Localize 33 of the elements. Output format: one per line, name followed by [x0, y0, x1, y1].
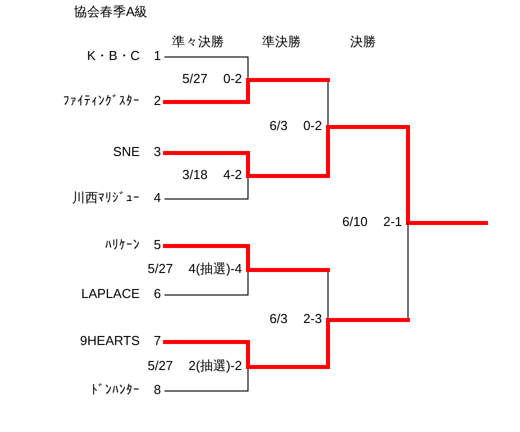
team-name: 9HEARTS: [80, 333, 140, 348]
bracket-line: [164, 270, 248, 296]
bracket-line: [246, 268, 330, 320]
team-name: SNE: [113, 144, 140, 159]
match-result: 6/3 0-2: [270, 117, 322, 135]
team-name: ﾌｧｲﾃｨﾝｸﾞｽﾀｰ: [62, 93, 140, 108]
bracket-line: [408, 221, 488, 225]
team-name: LAPLACE: [81, 286, 140, 301]
diagram-title: 協会春季A級: [74, 3, 148, 21]
match-result: 3/18 4-2: [182, 166, 242, 184]
round-heading: 決勝: [350, 33, 376, 51]
seed-number: 7: [154, 333, 161, 348]
seed-number: 4: [154, 190, 161, 205]
seed-number: 2: [154, 93, 161, 108]
bracket-line: [164, 56, 248, 80]
seed-number: 3: [154, 144, 161, 159]
match-result: 6/3 2-3: [270, 310, 322, 328]
team-name: ﾄﾞﾝﾊﾝﾀｰ: [90, 382, 140, 397]
team-name: 川西ﾏﾘｼﾞｭｰ: [72, 190, 140, 205]
round-heading: 準決勝: [262, 33, 301, 51]
team-name: K・B・C: [87, 48, 140, 63]
match-result: 5/27 2(抽選)-2: [148, 357, 242, 375]
bracket-line: [164, 176, 248, 200]
seed-number: 8: [154, 382, 161, 397]
team-name: ﾊﾘｹｰﾝ: [104, 237, 140, 252]
match-result: 5/27 4(抽選)-4: [148, 260, 242, 278]
match-result: 6/10 2-1: [342, 213, 402, 231]
seed-number: 5: [154, 237, 161, 252]
seed-number: 6: [154, 286, 161, 301]
seed-number: 1: [154, 48, 161, 63]
match-result: 5/27 0-2: [182, 70, 242, 88]
round-heading: 準々決勝: [172, 33, 224, 51]
bracket-line: [164, 366, 248, 392]
